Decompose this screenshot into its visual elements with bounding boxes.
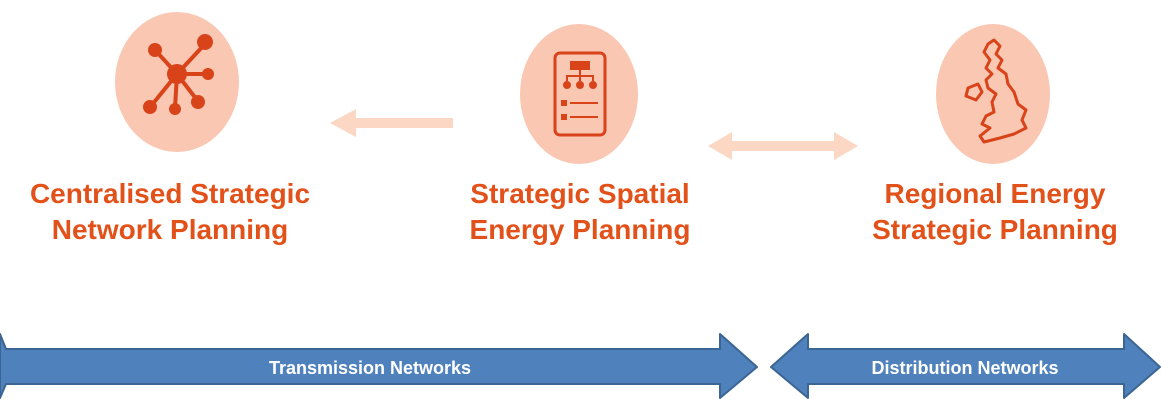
left-connector-arrow [330, 109, 453, 137]
document-hierarchy-icon [553, 51, 607, 137]
regional-title-line1: Regional Energy [884, 178, 1106, 209]
spatial-title-line2: Energy Planning [469, 214, 691, 245]
great-britain-map-icon [964, 38, 1028, 144]
centralised-title-line1: Centralised Strategic [29, 178, 311, 209]
distribution-band-label: Distribution Networks [871, 358, 1059, 378]
transmission-band-arrow [0, 333, 758, 399]
distribution-band-arrow [770, 333, 1161, 399]
spatial-title-line1: Strategic Spatial [470, 178, 690, 209]
regional-title: Regional Energy Strategic Planning [835, 176, 1155, 248]
spatial-title: Strategic Spatial Energy Planning [420, 176, 740, 248]
spatial-icon-circle [520, 24, 638, 164]
regional-title-line2: Strategic Planning [872, 214, 1118, 245]
transmission-band-label: Transmission Networks [268, 358, 472, 378]
network-hub-icon [143, 34, 214, 115]
bidirectional-connector-arrow [708, 132, 858, 160]
centralised-title-line2: Network Planning [51, 214, 289, 245]
centralised-title: Centralised Strategic Network Planning [0, 176, 340, 248]
